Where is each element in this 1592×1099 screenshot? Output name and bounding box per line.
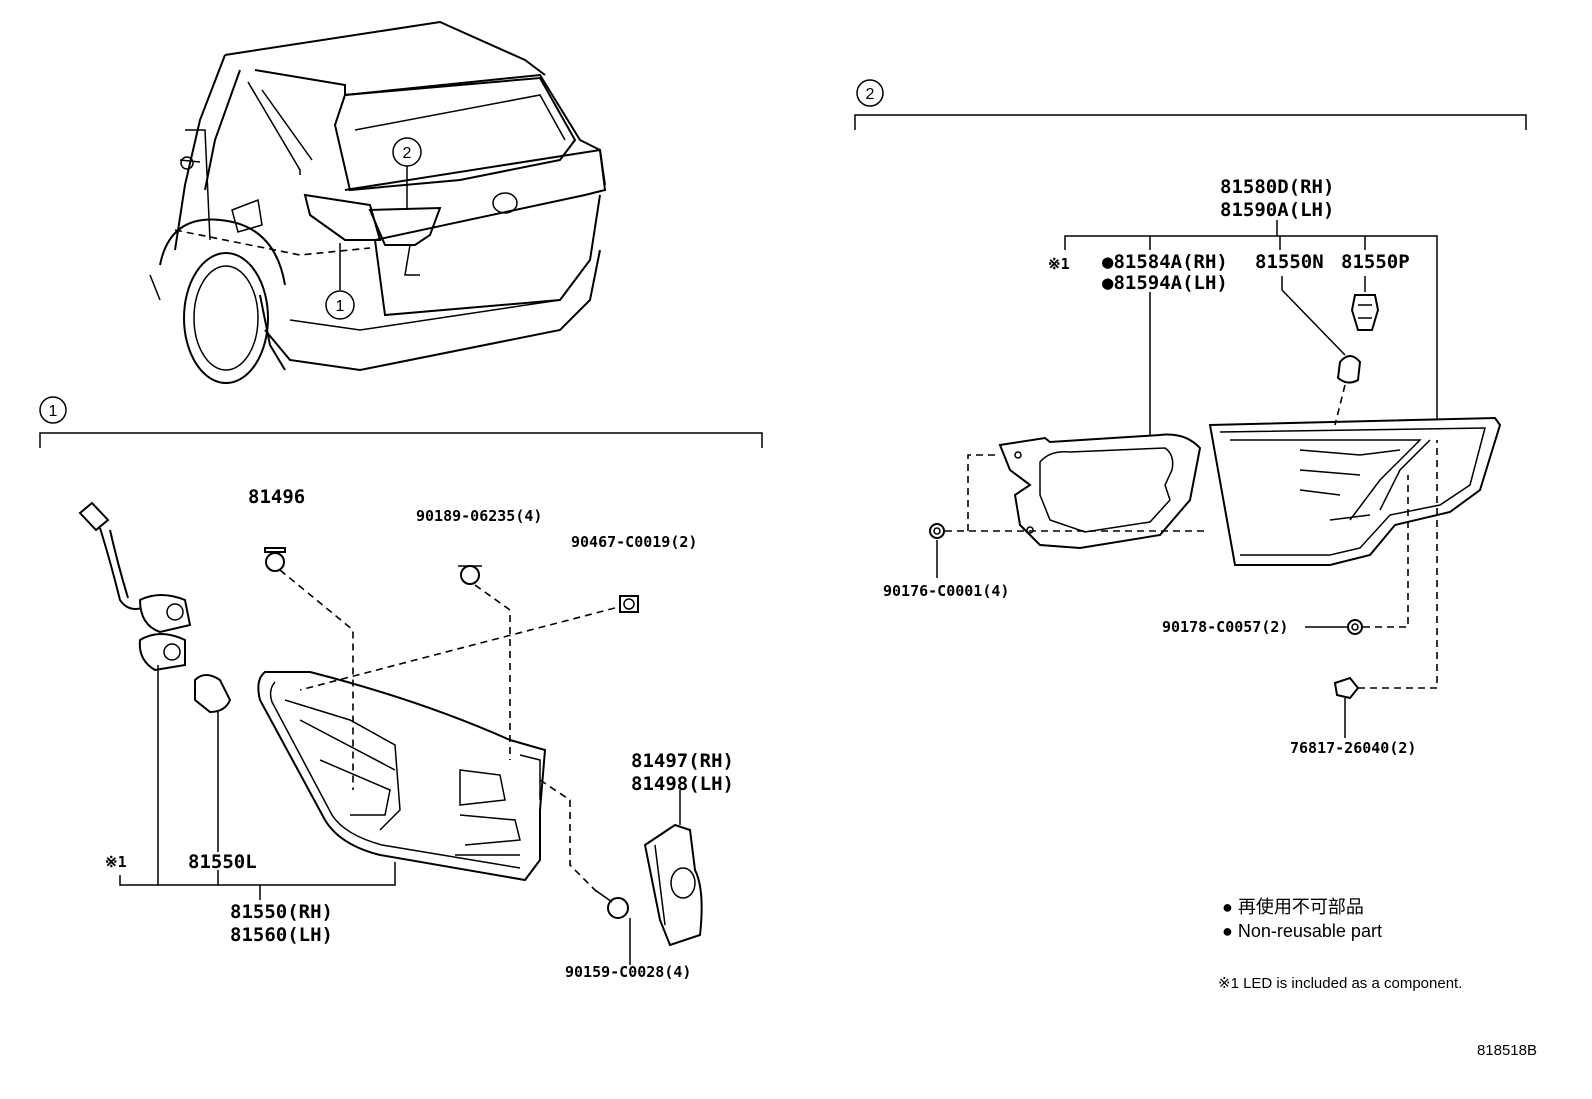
- screw-90467: [619, 595, 639, 613]
- label-81594a-lh: ●81594A(LH): [1102, 272, 1228, 294]
- vehicle-illustration: 1 2: [149, 20, 607, 384]
- legend-nonreusable-en: ● Non-reusable part: [1222, 921, 1382, 941]
- clip-76817: [1333, 676, 1360, 700]
- label-81497-rh: 81497(RH): [631, 750, 734, 772]
- label-81550-rh: 81550(RH): [230, 901, 333, 923]
- section-2-inner-lamp: 2: [854, 79, 1527, 757]
- socket-81550P: [1350, 276, 1380, 331]
- nut-90178: [1347, 619, 1363, 635]
- label-81550p: 81550P: [1341, 251, 1410, 273]
- label-90178-c0057: 90178-C0057(2): [1162, 618, 1288, 636]
- label-81496: 81496: [248, 486, 305, 508]
- legend: ● 再使用不可部品 ● Non-reusable part ※1 LED is …: [1218, 897, 1462, 992]
- label-81550L: 81550L: [188, 851, 257, 873]
- legend-nonreusable-jp: ● 再使用不可部品: [1222, 897, 1364, 917]
- label-mark-1-right: ※1: [1048, 255, 1070, 273]
- lamp-wiring-harness: [78, 501, 192, 672]
- screw-90159: [594, 889, 629, 919]
- label-90467-c0019: 90467-C0019(2): [571, 533, 697, 551]
- clip-81496: [264, 547, 286, 572]
- label-81580d-rh: 81580D(RH): [1220, 176, 1334, 198]
- label-81590a-lh: 81590A(LH): [1220, 199, 1334, 221]
- label-81550n: 81550N: [1255, 251, 1324, 273]
- section-2-callout: 2: [866, 86, 875, 103]
- label-81560-lh: 81560(LH): [230, 924, 333, 946]
- label-mark-1-left: ※1: [105, 853, 127, 871]
- screw-90189: [458, 565, 482, 585]
- section-1-callout: 1: [49, 403, 58, 420]
- gasket-81584A: [998, 433, 1202, 550]
- nut-90176: [929, 523, 945, 539]
- bracket-81497: [643, 823, 703, 947]
- vehicle-callout-1: 1: [336, 298, 345, 315]
- label-90176-c0001: 90176-C0001(4): [883, 582, 1009, 600]
- bulb-81550L: [194, 674, 232, 714]
- label-90159-c0028: 90159-C0028(4): [565, 963, 691, 981]
- inner-tail-lamp-body: [1208, 416, 1502, 566]
- label-81498-lh: 81498(LH): [631, 773, 734, 795]
- legend-led-note: ※1 LED is included as a component.: [1218, 975, 1462, 992]
- outer-tail-lamp-body: [257, 671, 547, 882]
- section-1-outer-lamp: 1: [39, 396, 763, 981]
- vehicle-callout-2: 2: [403, 145, 412, 162]
- bulb-81550N: [1336, 355, 1362, 384]
- label-81584a-rh: ●81584A(RH): [1102, 251, 1228, 273]
- label-76817-26040: 76817-26040(2): [1290, 739, 1416, 757]
- label-90189-06235: 90189-06235(4): [416, 507, 542, 525]
- figure-id: 818518B: [1477, 1042, 1537, 1059]
